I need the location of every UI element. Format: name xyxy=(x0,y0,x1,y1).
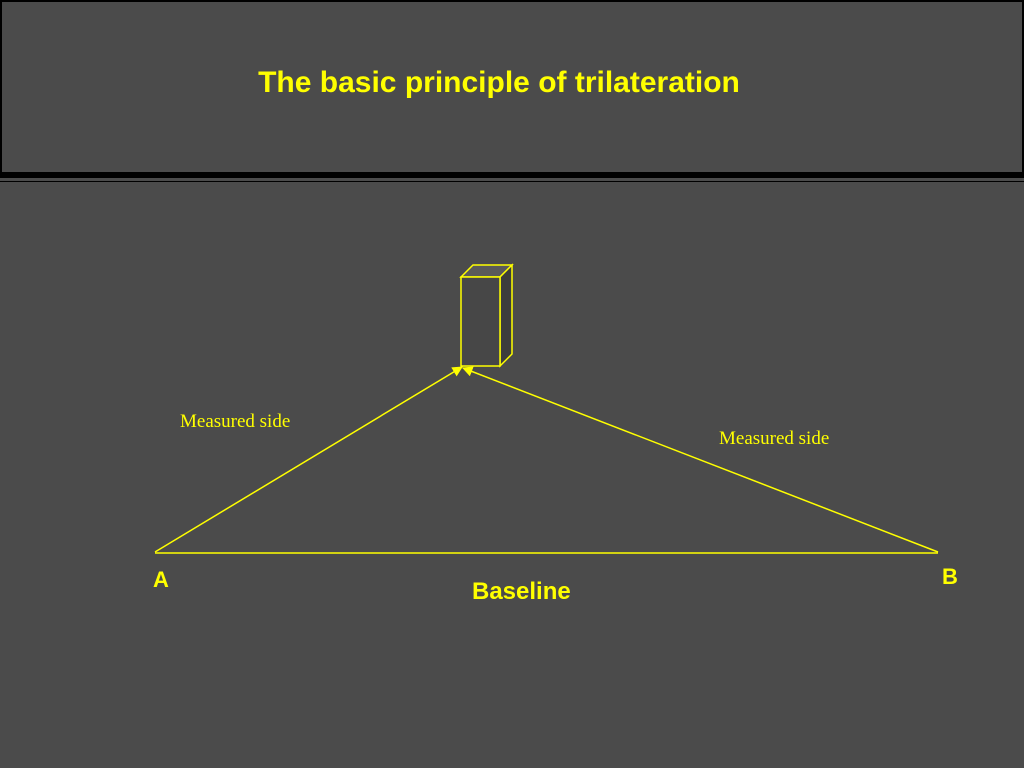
point-b-label: B xyxy=(942,564,958,589)
divider-thin xyxy=(0,181,1024,182)
title-panel: The basic principle of trilateration xyxy=(0,0,1024,174)
baseline-label: Baseline xyxy=(472,578,571,605)
measured-side-left-label: Measured side xyxy=(180,411,290,432)
divider-thick xyxy=(0,174,1024,178)
slide-title: The basic principle of trilateration xyxy=(258,66,740,99)
point-a-label: A xyxy=(153,567,169,592)
target-object xyxy=(459,263,514,368)
measured-side-left-line xyxy=(154,366,463,553)
measured-side-right-line xyxy=(462,366,939,553)
measured-side-right-label: Measured side xyxy=(719,428,829,449)
